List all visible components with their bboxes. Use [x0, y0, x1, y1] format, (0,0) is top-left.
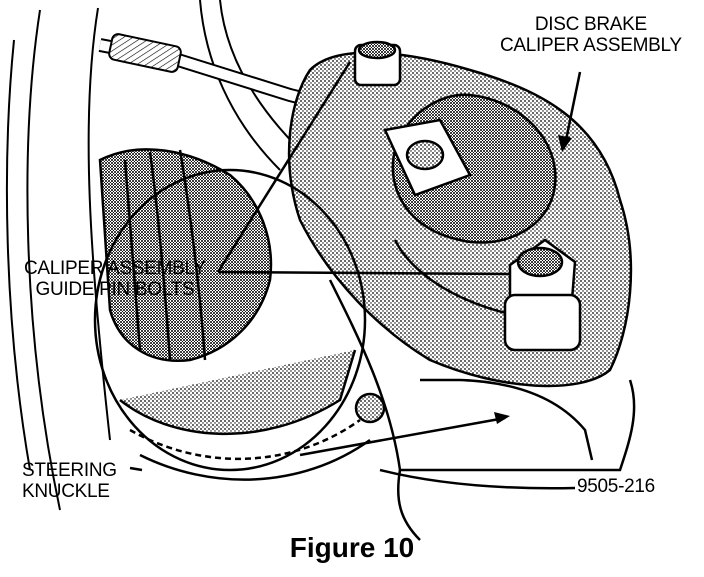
leader-arrowheads — [494, 135, 572, 424]
guide-label-line-2: GUIDE PIN BOLTS — [35, 279, 195, 300]
steering-knuckle — [328, 279, 636, 541]
lower-guide-pin-bolt — [503, 238, 582, 352]
caliper-label-line-2: CALIPER ASSEMBLY — [500, 35, 682, 56]
upper-guide-pin-bolt — [353, 40, 472, 197]
hub-rotor — [93, 168, 371, 481]
guide-pin-bolts-label: CALIPER ASSEMBLY GUIDE PIN BOLTS — [24, 258, 206, 300]
part-number-label: 9505-216 — [577, 476, 655, 497]
caliper-label-line-1: DISC BRAKE — [534, 14, 647, 35]
steering-knuckle-label: STEERING KNUCKLE — [22, 460, 117, 502]
caliper-assembly-label: DISC BRAKE CALIPER ASSEMBLY — [500, 14, 682, 56]
knuckle-label-line-2: KNUCKLE — [22, 481, 110, 502]
figure-caption: Figure 10 — [289, 532, 415, 563]
knuckle-label-line-1: STEERING — [22, 460, 117, 481]
leader-lines — [129, 61, 582, 490]
cv-boot — [98, 148, 273, 363]
guide-label-line-1: CALIPER ASSEMBLY — [24, 258, 206, 279]
